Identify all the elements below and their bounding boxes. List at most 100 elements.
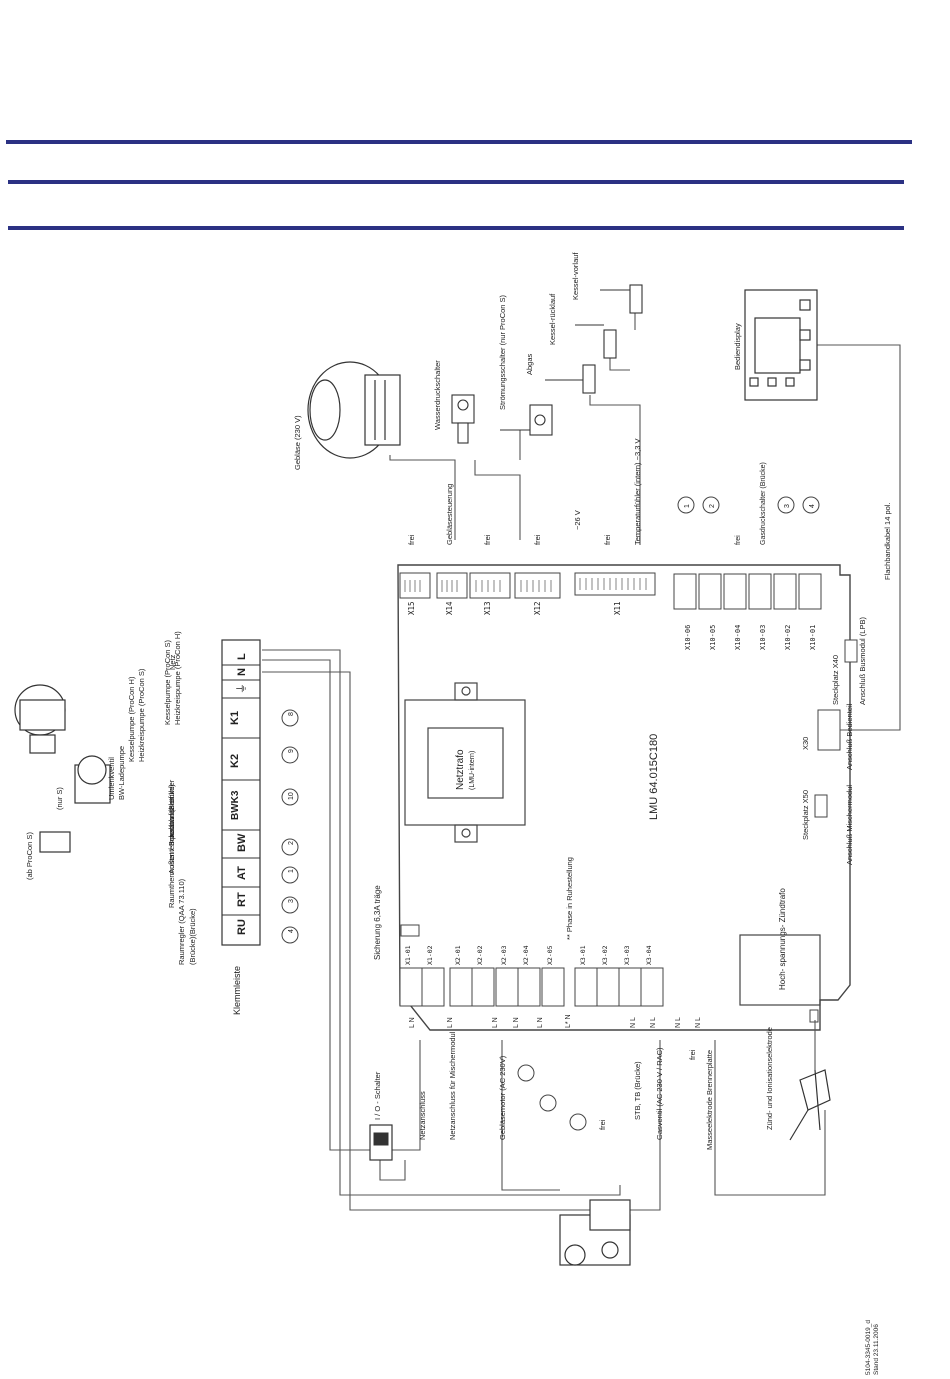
sensor-icons bbox=[545, 284, 643, 394]
svg-text:X1-02: X1-02 bbox=[426, 945, 434, 965]
svg-text:L N: L N bbox=[492, 1017, 499, 1028]
svg-text:L N: L N bbox=[409, 1017, 416, 1028]
label-kesselpumpe-h: Kesselpumpe (ProCon H) bbox=[127, 676, 136, 762]
fuse bbox=[400, 924, 420, 937]
label-netzanschluss: Netzanschluss bbox=[418, 1091, 427, 1140]
svg-text:3: 3 bbox=[288, 899, 295, 903]
transformer bbox=[404, 682, 526, 843]
svg-text:4: 4 bbox=[288, 929, 295, 933]
svg-text:X2-02: X2-02 bbox=[476, 945, 484, 965]
svg-text:Steckplatz X40: Steckplatz X40 bbox=[831, 655, 840, 705]
label-water-pressure: Wasserdruckschalter bbox=[433, 360, 442, 430]
label-ribbon: Flachbandkabel 14 pol. bbox=[883, 502, 892, 580]
callouts-right bbox=[677, 496, 820, 514]
svg-text:X10-06: X10-06 bbox=[684, 625, 692, 650]
label-bw-ladepumpe: BW-Ladepumpe bbox=[117, 746, 126, 800]
svg-text:2: 2 bbox=[288, 841, 295, 845]
plug-slots bbox=[814, 639, 858, 818]
svg-text:X10-02: X10-02 bbox=[784, 625, 792, 650]
transformer-sublabel: (LMU-intern) bbox=[469, 751, 476, 790]
svg-text:1: 1 bbox=[288, 869, 295, 873]
svg-text:X10-03: X10-03 bbox=[759, 625, 767, 650]
svg-text:L N: L N bbox=[447, 1017, 454, 1028]
svg-text:Anschluß Busmodul (LPB): Anschluß Busmodul (LPB) bbox=[858, 617, 867, 705]
wires bbox=[262, 305, 901, 1211]
label-flow-switch: Strömungsschalter (nur ProCon S) bbox=[498, 294, 507, 410]
label-geblaesemotor: Gebläsemotor (AC 230V) bbox=[498, 1055, 507, 1140]
display-module-icon bbox=[744, 289, 818, 401]
svg-text:X2-05: X2-05 bbox=[546, 945, 554, 965]
ignition-transformer bbox=[739, 934, 821, 1006]
svg-text:1: 1 bbox=[684, 504, 691, 508]
terminal-k2: K2 bbox=[229, 754, 241, 768]
top-connector-pins bbox=[404, 578, 647, 592]
svg-text:frei: frei bbox=[735, 535, 742, 545]
bottom-connector-ids: X1-01 X1-02 X2-01 X2-02 X2-03 X2-04 X2-0… bbox=[404, 945, 653, 965]
footer-date: Stand 23.11.2006 bbox=[873, 1324, 880, 1375]
label-masseelektrode: Masseelektrode Brennerplatte bbox=[705, 1050, 714, 1150]
phase-note: ** Phase in Ruhestellung bbox=[565, 857, 574, 940]
svg-text:10: 10 bbox=[288, 792, 295, 800]
label-raumregler: Raumregler (QAA 73.110) bbox=[177, 878, 186, 965]
terminal-earth: ⏚ bbox=[235, 683, 248, 694]
svg-text:9: 9 bbox=[288, 749, 295, 753]
terminal-n: N bbox=[236, 668, 248, 676]
svg-text:N L: N L bbox=[630, 1017, 637, 1028]
terminal-l: L bbox=[236, 653, 248, 660]
svg-text:frei: frei bbox=[603, 534, 612, 545]
svg-text:X10-04: X10-04 bbox=[734, 625, 742, 650]
label-gasventil: Gasventil (AC 230 V / RAC) bbox=[655, 1047, 664, 1140]
svg-text:X2-03: X2-03 bbox=[500, 945, 508, 965]
svg-text:X3-01: X3-01 bbox=[579, 945, 587, 965]
board-name: LMU 64.015C180 bbox=[648, 734, 660, 820]
label-stb-tb: STB, TB (Brücke) bbox=[633, 1061, 642, 1120]
label-kesselpumpe-s: Kesselpumpe (ProCon S) bbox=[163, 639, 172, 725]
top-rule bbox=[6, 140, 912, 144]
svg-text:X30: X30 bbox=[801, 737, 810, 750]
svg-text:Anschluß Bedienteil: Anschluß Bedienteil bbox=[845, 703, 854, 770]
footer: 5104-3345-0019_d Stand 23.11.2006 bbox=[865, 1320, 880, 1375]
svg-text:Temperaturfühler (intern) ~3,3: Temperaturfühler (intern) ~3,3 V bbox=[633, 438, 642, 545]
svg-text:X10-05: X10-05 bbox=[709, 625, 717, 650]
svg-text:Steckplatz X50: Steckplatz X50 bbox=[801, 790, 810, 840]
top-connector-labels: X15 X14 X13 X12 X11 frei Gebläsesteuerun… bbox=[407, 438, 642, 615]
bottom-connectors bbox=[399, 967, 664, 1007]
label-frei-2: frei bbox=[688, 1049, 697, 1060]
terminal-strip-title: Klemmleiste bbox=[232, 966, 242, 1015]
svg-text:X3-03: X3-03 bbox=[623, 945, 631, 965]
label-flow: Kessel-vorlauf bbox=[571, 252, 580, 300]
terminal-strip-frame bbox=[221, 639, 261, 946]
svg-text:4: 4 bbox=[809, 504, 816, 508]
fan-icon bbox=[307, 361, 401, 459]
callouts-bottom bbox=[517, 1064, 587, 1131]
svg-text:X14: X14 bbox=[445, 601, 454, 615]
label-bruecke: (Brücke)(Brücke) bbox=[188, 908, 197, 965]
svg-text:N L: N L bbox=[675, 1017, 682, 1028]
footer-code: 5104-3345-0019_d bbox=[865, 1320, 872, 1375]
callouts-terminal bbox=[281, 709, 299, 944]
io-switch bbox=[369, 1124, 393, 1161]
bottom-descriptions: Netzanschluss Netzanschluss für Mischerm… bbox=[373, 1027, 774, 1150]
terminal-dividers bbox=[222, 664, 260, 916]
top-connectors bbox=[399, 572, 822, 610]
gas-valve-icon bbox=[559, 1199, 631, 1266]
svg-text:Gebläsesteuerung: Gebläsesteuerung bbox=[445, 484, 454, 545]
label-exhaust: Abgas bbox=[525, 353, 534, 375]
middle-rule bbox=[8, 180, 904, 184]
ignition-electrode-icon bbox=[789, 1069, 831, 1141]
svg-text:frei: frei bbox=[407, 534, 416, 545]
svg-text:L N: L N bbox=[537, 1017, 544, 1028]
svg-text:X15: X15 bbox=[407, 601, 416, 615]
label-fan: Gebläse (230 V) bbox=[293, 415, 302, 470]
svg-text:X2-04: X2-04 bbox=[522, 945, 530, 965]
ignition-transformer-label: Hoch- spannungs- Zündtrafo bbox=[778, 888, 787, 990]
terminal-k1: K1 bbox=[229, 711, 241, 725]
plug-labels: Steckplatz X40 Anschluß Busmodul (LPB) X… bbox=[801, 617, 867, 865]
svg-text:N L: N L bbox=[650, 1017, 657, 1028]
svg-text:Gasdruckschalter (Brücke): Gasdruckschalter (Brücke) bbox=[760, 462, 767, 545]
terminal-bw: BW bbox=[236, 833, 248, 852]
label-io-switch: I / O - Schalter bbox=[373, 1071, 382, 1120]
svg-text:X3-04: X3-04 bbox=[645, 945, 653, 965]
svg-text:X1-01: X1-01 bbox=[404, 945, 412, 965]
